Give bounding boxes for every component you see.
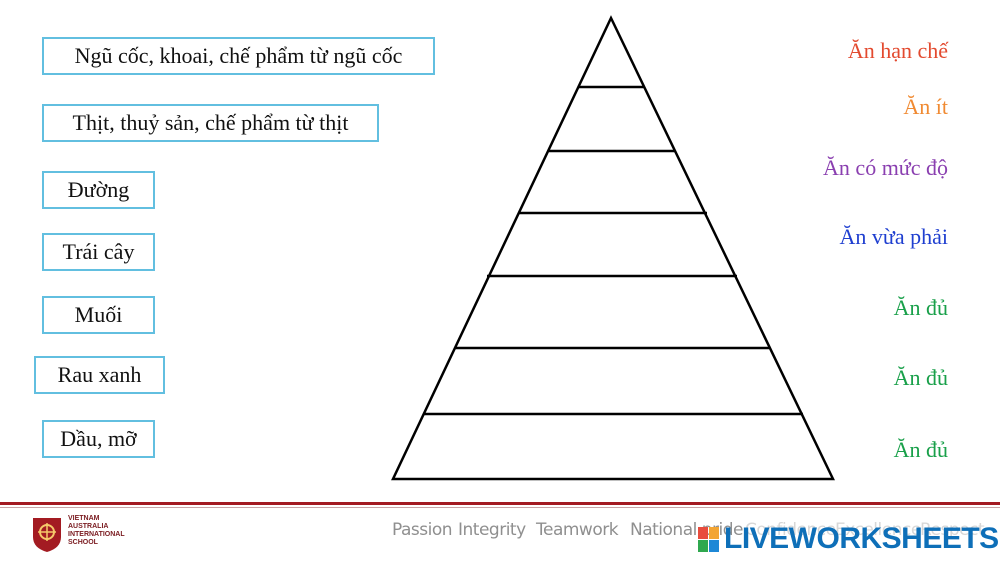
footer-divider-thin [0, 507, 1000, 508]
value-word: Teamwork [536, 520, 619, 540]
value-word: Confidence [745, 520, 836, 540]
pyramid-level-2-drop-zone[interactable] [549, 87, 675, 151]
level-label-3: Ăn có mức độ [823, 155, 948, 180]
food-item-label: Dầu, mỡ [60, 426, 137, 451]
pyramid-level-4-drop-zone[interactable] [487, 213, 737, 276]
food-item-cereals[interactable]: Ngũ cốc, khoai, chế phẩm từ ngũ cốc [42, 37, 435, 75]
liveworksheets-brand: LIVEWORKSHEETS [724, 522, 999, 555]
pyramid-level-6-drop-zone[interactable] [423, 348, 803, 414]
level-label-6: Ăn đủ [893, 365, 948, 390]
pyramid-level-1-drop-zone[interactable] [579, 18, 645, 87]
food-item-vegetables[interactable]: Rau xanh [34, 356, 165, 394]
food-pyramid [391, 15, 835, 481]
value-word: Respect [920, 520, 985, 540]
food-item-label: Ngũ cốc, khoai, chế phẩm từ ngũ cốc [74, 43, 403, 68]
pyramid-level-5-drop-zone[interactable] [455, 276, 769, 348]
food-item-sugar[interactable]: Đường [42, 171, 155, 209]
level-label-2: Ăn ít [903, 94, 948, 119]
level-label-5: Ăn đủ [893, 295, 948, 320]
food-item-label: Rau xanh [57, 362, 142, 387]
value-word: Passion [392, 520, 453, 540]
school-values: Passion Integrity Teamwork National prid… [390, 520, 990, 550]
school-name: VIETNAM AUSTRALIA INTERNATIONAL SCHOOL [68, 515, 125, 546]
footer-divider [0, 502, 1000, 505]
value-word: Integrity [458, 520, 526, 540]
value-word: Excellence [835, 520, 921, 540]
food-item-oil[interactable]: Dầu, mỡ [42, 420, 155, 458]
pyramid-outline [391, 15, 835, 481]
food-item-label: Trái cây [62, 239, 135, 264]
food-item-fruit[interactable]: Trái cây [42, 233, 155, 271]
food-item-meat[interactable]: Thịt, thuỷ sản, chế phẩm từ thịt [42, 104, 379, 142]
level-label-4: Ăn vừa phải [839, 224, 948, 249]
level-label-1: Ăn hạn chế [847, 38, 948, 63]
food-item-label: Thịt, thuỷ sản, chế phẩm từ thịt [72, 110, 349, 135]
liveworksheets-logo-icon [698, 527, 719, 552]
school-crest-icon [33, 518, 61, 552]
food-item-label: Đường [67, 177, 130, 202]
pyramid-level-7-drop-zone[interactable] [393, 414, 833, 479]
level-label-7: Ăn đủ [893, 437, 948, 462]
food-item-salt[interactable]: Muối [42, 296, 155, 334]
food-item-label: Muối [74, 302, 123, 327]
